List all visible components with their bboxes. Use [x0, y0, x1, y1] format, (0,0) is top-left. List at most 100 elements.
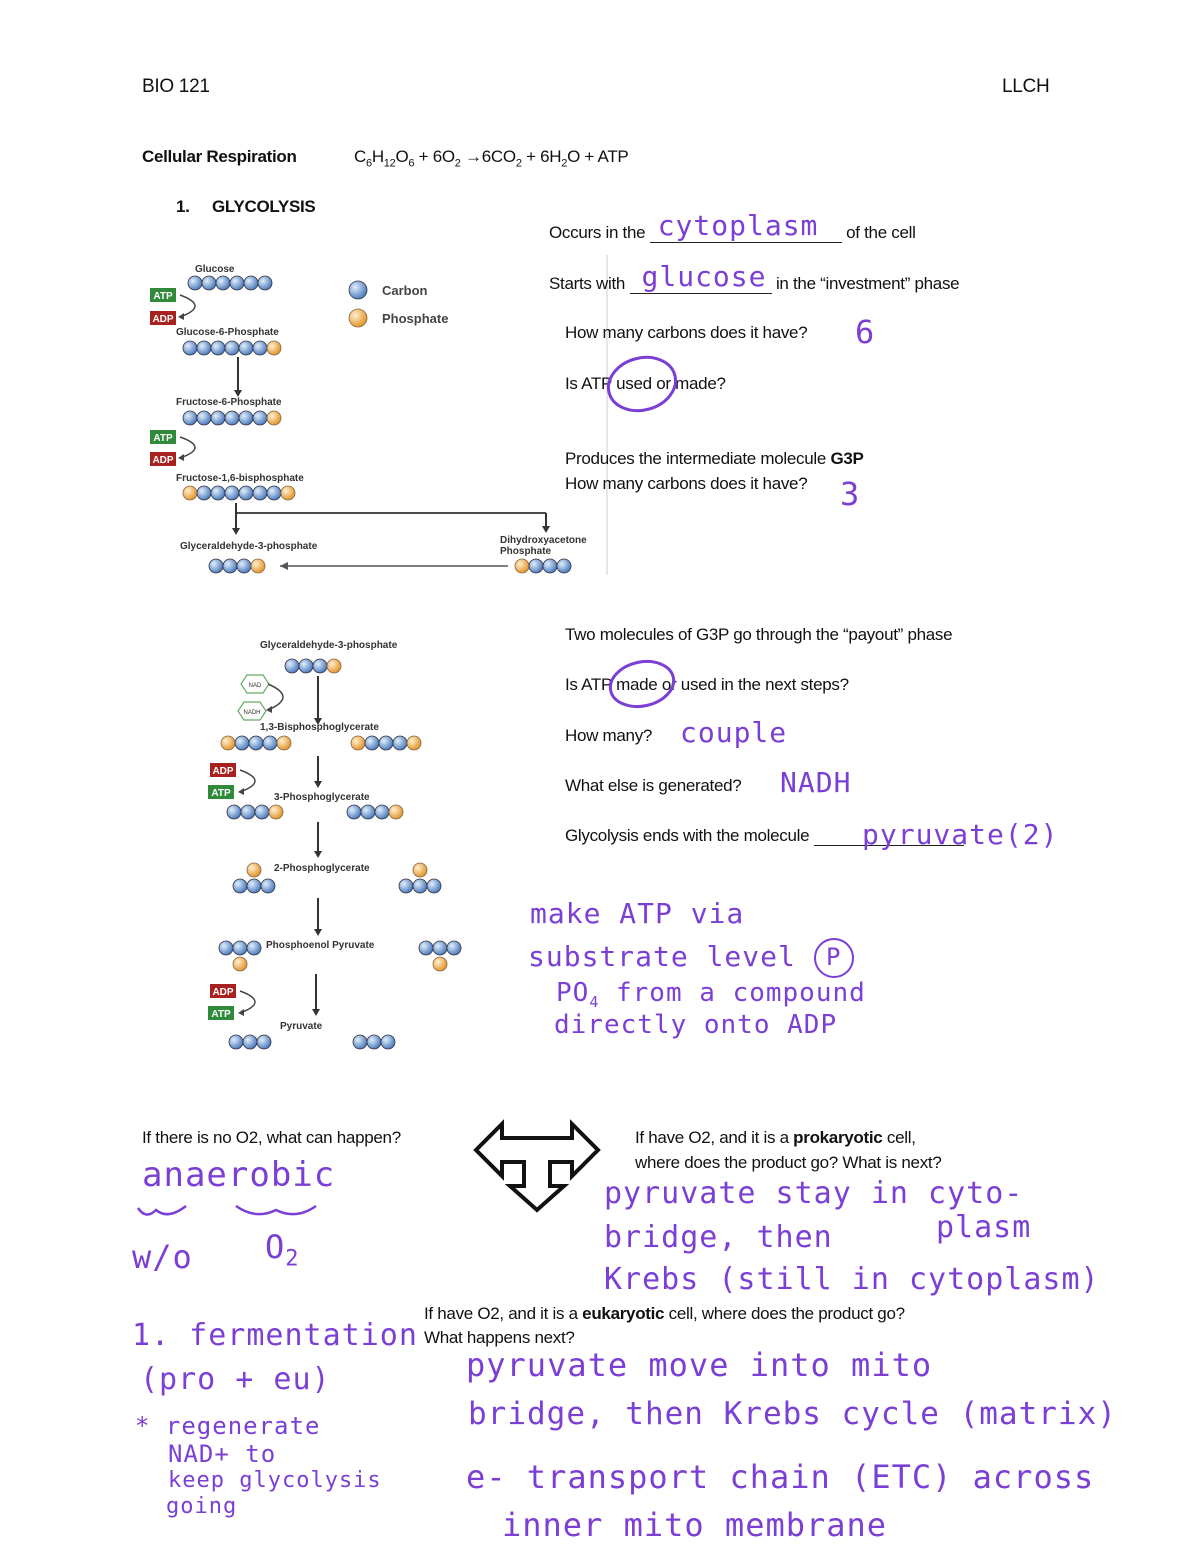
label-glucose: Glucose [195, 264, 235, 275]
carbon-icon [432, 940, 448, 956]
phosphate-icon [266, 340, 282, 356]
phosphate-icon [388, 804, 404, 820]
adp-badge-3: ADP [210, 763, 236, 777]
label-g6p: Glucose-6-Phosphate [176, 327, 279, 338]
respiration-equation: C6H12O6 + 6O2 →6CO2 + 6H2O + ATP [354, 147, 629, 170]
carbon-icon [352, 1034, 368, 1050]
answer-cytoplasm: cytoplasm [657, 209, 819, 242]
nadh-icon: NADH [237, 701, 267, 721]
carbon-icon [374, 804, 390, 820]
answer-eu-4: inner mito membrane [502, 1506, 888, 1544]
carbon-icon [187, 275, 203, 291]
answer-fermentation: 1. fermentation [132, 1318, 418, 1353]
carbon-icon [418, 940, 434, 956]
q-atp-made-used: Is ATP made or used in the next steps? [565, 675, 849, 694]
arrow-icon: → [465, 147, 482, 166]
phosphate-icon [412, 862, 428, 878]
carbon-icon [360, 804, 376, 820]
carbon-icon [252, 340, 268, 356]
carbon-icon [262, 735, 278, 751]
carbon-icon [392, 735, 408, 751]
svg-text:ADP: ADP [212, 987, 233, 998]
answer-anaerobic: anaerobic [142, 1155, 336, 1195]
answer-pro-3: Krebs (still in cytoplasm) [604, 1262, 1100, 1297]
adp-badge-1: ADP [150, 311, 176, 325]
svg-text:ATP: ATP [211, 1009, 231, 1020]
section-title: GLYCOLYSIS [212, 197, 316, 216]
f6p-molecule [182, 410, 282, 426]
carbon-icon [234, 735, 250, 751]
carbon-icon [528, 558, 544, 574]
answer-pro-2: bridge, then [604, 1220, 833, 1255]
carbon-icon [284, 658, 300, 674]
carbon-icon [210, 410, 226, 426]
carbon-icon [312, 658, 328, 674]
carbon-icon [224, 485, 240, 501]
carbon-icon [196, 340, 212, 356]
pep-molecule-b [418, 940, 462, 956]
circled-p-icon: P [813, 938, 854, 978]
carbon-icon [238, 410, 254, 426]
q-atp-used-made: Is ATP used or made? [565, 374, 726, 393]
label-f6p: Fructose-6-Phosphate [176, 397, 282, 408]
phosphate-icon [432, 956, 448, 972]
carbon-icon [446, 940, 462, 956]
q-starts: Starts with glucose in the “investment” … [549, 260, 960, 294]
atp-badge-2: ATP [150, 430, 176, 444]
carbon-icon [260, 878, 276, 894]
q-what-else: What else is generated? [565, 776, 742, 795]
circle-made-mark [608, 659, 676, 709]
carbon-icon [196, 485, 212, 501]
q-ends-with: Glycolysis ends with the molecule [565, 826, 964, 846]
carbon-legend-icon [348, 280, 368, 300]
carbon-icon [243, 275, 259, 291]
gap2-molecule [284, 658, 342, 674]
carbon-icon [208, 558, 224, 574]
carbon-icon [378, 735, 394, 751]
svg-text:ADP: ADP [152, 314, 173, 325]
answer-regenerate: * regenerate [135, 1412, 321, 1440]
answer-pro-2b: plasm [936, 1210, 1032, 1245]
label-pyruvate: Pyruvate [280, 1021, 323, 1032]
circle-used-mark [606, 355, 678, 413]
dhap-molecule [514, 558, 572, 574]
carbon-icon [215, 275, 231, 291]
f16bp-molecule [182, 485, 296, 501]
label-gap: Glyceraldehyde-3-phosphate [180, 541, 318, 552]
legend-carbon: Carbon [382, 283, 428, 298]
label-2pg: 2-Phosphoglycerate [274, 863, 370, 874]
answer-six: 6 [855, 313, 876, 351]
carbon-icon [256, 1034, 272, 1050]
answer-keep-glycolysis: keep glycolysis [168, 1468, 382, 1493]
g6p-molecule [182, 340, 282, 356]
phosphate-icon [220, 735, 236, 751]
brace-marks [136, 1204, 317, 1216]
carbon-icon [364, 735, 380, 751]
carbon-icon [222, 558, 238, 574]
carbon-icon [229, 275, 245, 291]
carbon-icon [246, 940, 262, 956]
label-dhap-1: Dihydroxyacetone [500, 535, 587, 546]
carbon-icon [366, 1034, 382, 1050]
q-carbons: How many carbons does it have? [565, 323, 808, 342]
answer-pro-eu: (pro + eu) [140, 1362, 331, 1397]
carbon-icon [224, 340, 240, 356]
bpg-molecule-b [350, 735, 422, 751]
carbon-icon [210, 340, 226, 356]
carbon-icon [266, 485, 282, 501]
q-payout: Two molecules of G3P go through the “pay… [565, 625, 953, 644]
answer-nad: NAD+ to [168, 1440, 277, 1468]
answer-eu-2: bridge, then Krebs cycle (matrix) [468, 1396, 1117, 1432]
adp-badge-4: ADP [210, 984, 236, 998]
carbon-icon [196, 410, 212, 426]
carbon-icon [542, 558, 558, 574]
answer-eu-3: e- transport chain (ETC) across [466, 1458, 1095, 1496]
carbon-icon [201, 275, 217, 291]
carbon-icon [228, 1034, 244, 1050]
phosphate-icon [280, 485, 296, 501]
carbon-icon [182, 410, 198, 426]
svg-text:ATP: ATP [211, 788, 231, 799]
phosphate-icon [268, 804, 284, 820]
bpg-molecule-a [220, 735, 292, 751]
phosphate-legend-icon [348, 308, 368, 328]
